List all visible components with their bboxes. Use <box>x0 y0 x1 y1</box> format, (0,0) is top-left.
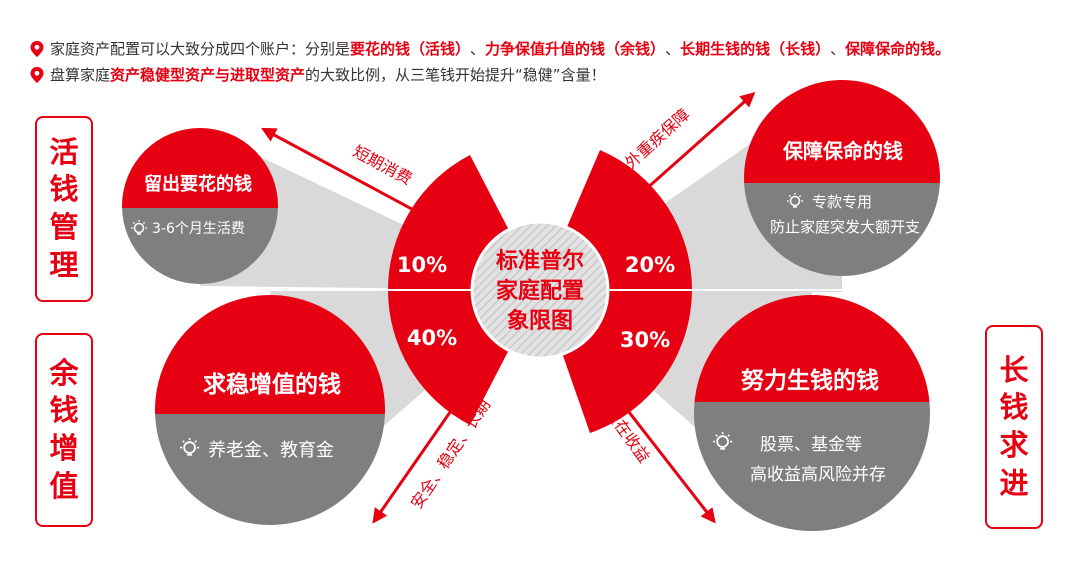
circle-top-right-title: 保障保命的钱 <box>782 139 903 163</box>
header-line-1-prefix: 家庭资产配置可以大致分成四个账户：分别是 <box>50 40 351 58</box>
header-line-2: 盘算家庭 资产稳健型资产与进取型资产 的大致比例，从三笔钱开始提升“稳健”含量！ <box>30 64 606 85</box>
side-char: 活 <box>49 134 79 169</box>
lightbulb-icon <box>787 193 803 208</box>
arrow-top-right <box>599 92 756 232</box>
header-line-1: 家庭资产配置可以大致分成四个账户：分别是 要花的钱（活钱） 、 力争保值升值的钱… <box>30 38 950 59</box>
circle-bottom-right-title: 努力生钱的钱 <box>741 367 879 394</box>
center-title-line-2: 家庭配置 <box>496 278 584 304</box>
side-char: 长 <box>999 352 1029 387</box>
side-char: 值 <box>49 468 79 503</box>
circle-top-left-title: 留出要花的钱 <box>144 173 252 195</box>
circle-bottom-left-title: 求稳增值的钱 <box>203 371 341 398</box>
header-line-1-seg-5: 长期生钱的钱（长钱） <box>680 40 831 58</box>
header-line-1-seg-1: 要花的钱（活钱） <box>350 40 471 58</box>
arrow-top-left <box>261 127 463 238</box>
header-line-1-seg-7: 保障保命的钱。 <box>845 40 951 58</box>
header-line-1-seg-2: 、 <box>470 40 486 58</box>
side-char: 钱 <box>49 172 79 207</box>
side-char: 求 <box>999 428 1029 462</box>
center-title-line-1: 标准普尔 <box>496 248 584 274</box>
header-line-2-prefix: 盘算家庭 <box>50 66 111 84</box>
arrow-bottom-left <box>372 361 487 524</box>
location-pin-icon <box>30 40 44 57</box>
circle-bottom-left-desc: 养老金、教育金 <box>208 440 334 461</box>
circle-bottom-right-desc-1: 股票、基金等 <box>760 435 862 455</box>
location-pin-icon <box>30 66 44 83</box>
side-char: 钱 <box>49 393 79 428</box>
percent-bottom-right: 30% <box>620 328 670 352</box>
header-line-1-seg-4: 、 <box>665 40 681 58</box>
percent-top-left: 10% <box>397 253 447 277</box>
header-line-2-suffix: 的大致比例，从三笔钱开始提升“稳健”含量！ <box>305 66 606 84</box>
header-line-2-highlight: 资产稳健型资产与进取型资产 <box>110 66 306 84</box>
circle-bottom-right-desc-2: 高收益高风险并存 <box>750 465 886 485</box>
side-label-changqian: 长 钱 求 进 <box>985 325 1043 529</box>
circle-top-right-desc-2: 防止家庭突发大额开支 <box>770 218 920 236</box>
center-title-line-3: 象限图 <box>507 308 573 334</box>
arrow-label-top-right: 意外重疾保障 <box>609 105 693 183</box>
lightbulb-icon <box>180 438 200 456</box>
side-char: 余 <box>49 355 79 390</box>
header-line-1-seg-6: 、 <box>830 40 846 58</box>
side-label-yuqian: 余 钱 增 值 <box>35 333 93 527</box>
side-label-huoqian: 活 钱 管 理 <box>35 116 93 302</box>
percent-bottom-left: 40% <box>407 326 457 350</box>
side-char: 理 <box>49 247 79 282</box>
header-line-1-seg-3: 力争保值升值的钱（余钱） <box>485 40 666 58</box>
arrow-bottom-right <box>588 361 716 524</box>
circle-top-right-desc-1: 专款专用 <box>812 193 872 211</box>
circle-top-left-desc: 3-6个月生活费 <box>152 221 245 237</box>
side-char: 进 <box>999 465 1029 500</box>
side-char: 管 <box>49 210 79 244</box>
side-char: 增 <box>49 431 79 465</box>
lightbulb-icon <box>713 432 733 450</box>
lightbulb-icon <box>131 220 147 235</box>
center-circle <box>470 220 610 360</box>
side-char: 钱 <box>999 390 1029 425</box>
percent-top-right: 20% <box>625 253 675 277</box>
